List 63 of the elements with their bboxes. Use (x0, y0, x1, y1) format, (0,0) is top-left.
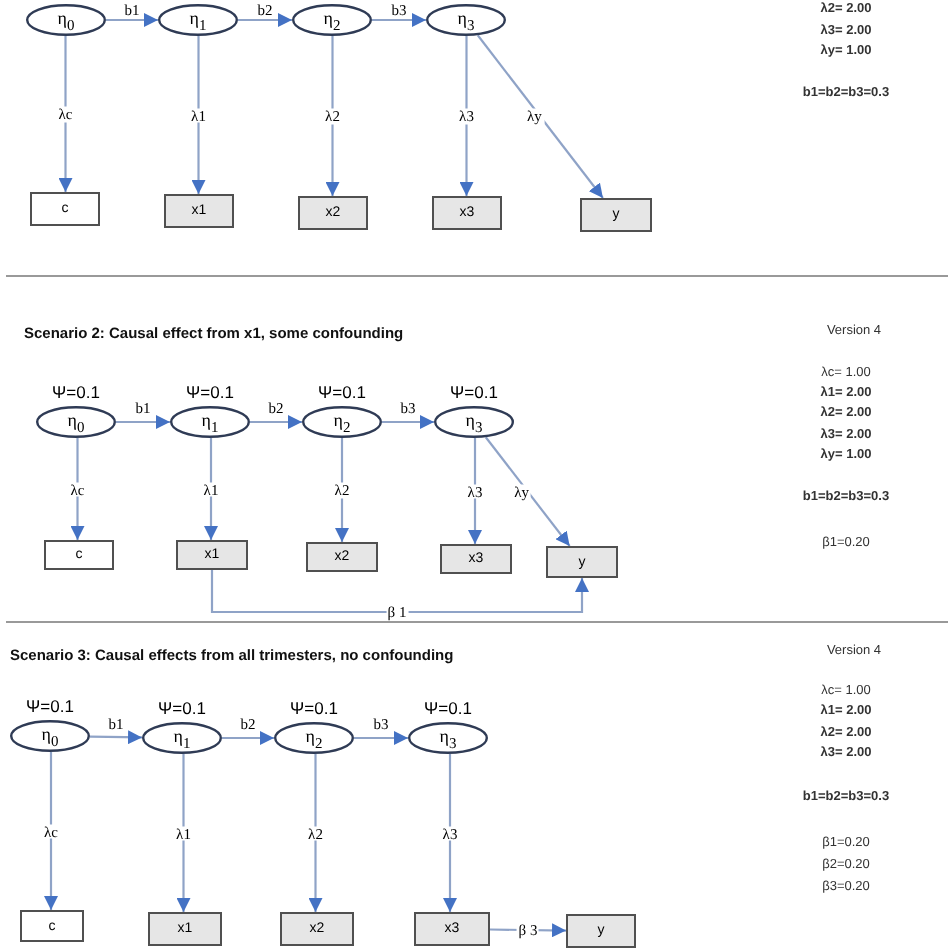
arrow (459, 36, 474, 196)
observed-box (20, 910, 84, 942)
arrow (238, 13, 292, 27)
observed-box (298, 196, 368, 230)
observed-box (164, 194, 234, 228)
observed-box (44, 540, 114, 570)
variance-label: Ψ=0.1 (450, 382, 498, 402)
arrow (484, 436, 571, 547)
arrow (468, 438, 482, 544)
variance-label: Ψ=0.1 (290, 698, 338, 718)
observed-box (306, 542, 378, 572)
arrow (222, 731, 274, 745)
latent-variable-label: η$_{2}$ (323, 7, 341, 33)
observed-box (580, 198, 652, 232)
arrow (250, 415, 302, 429)
arrow (372, 13, 426, 27)
latent-variable-label: η$_{0}$ (41, 723, 59, 749)
latent-variable-label: η$_{0}$ (57, 7, 75, 33)
arrow (89, 730, 143, 745)
observed-box (176, 540, 248, 570)
latent-ellipse (26, 4, 106, 36)
arrow (210, 570, 589, 614)
observed-box (414, 912, 490, 946)
latent-variable-label: η$_{1}$ (173, 725, 191, 751)
variance-label: Ψ=0.1 (318, 382, 366, 402)
variance-label: Ψ=0.1 (158, 698, 206, 718)
latent-variable-label: η$_{2}$ (333, 409, 351, 435)
latent-variable-label: η$_{1}$ (201, 409, 219, 435)
variance-label: Ψ=0.1 (26, 696, 74, 716)
arrow (58, 36, 73, 192)
latent-variable-label: η$_{1}$ (189, 7, 207, 33)
arrow (176, 754, 191, 912)
arrow (116, 415, 170, 429)
arrow (354, 731, 408, 745)
observed-box (280, 912, 354, 946)
variance-label: Ψ=0.1 (424, 698, 472, 718)
arrow (70, 438, 85, 540)
observed-box (148, 912, 222, 946)
latent-ellipse (292, 4, 372, 36)
arrow (308, 754, 323, 912)
latent-variable-label: η$_{3}$ (457, 7, 475, 33)
variance-label: Ψ=0.1 (186, 382, 234, 402)
observed-box (440, 544, 512, 574)
arrow (325, 36, 340, 196)
latent-variable-label: η$_{3}$ (439, 725, 457, 751)
latent-ellipse (426, 4, 506, 36)
arrow (106, 13, 158, 27)
observed-box (566, 914, 636, 948)
arrow (191, 36, 206, 194)
latent-variable-label: η$_{3}$ (465, 409, 483, 435)
arrow (476, 34, 604, 199)
arrow (443, 754, 457, 912)
arrow (382, 415, 434, 429)
observed-box (432, 196, 502, 230)
variance-label: Ψ=0.1 (52, 382, 100, 402)
observed-box (30, 192, 100, 226)
arrow (44, 752, 58, 910)
latent-variable-label: η$_{0}$ (67, 409, 85, 435)
arrow (335, 438, 349, 542)
observed-box (546, 546, 618, 578)
arrow (204, 438, 218, 540)
latent-ellipse (158, 4, 238, 36)
latent-variable-label: η$_{2}$ (305, 725, 323, 751)
